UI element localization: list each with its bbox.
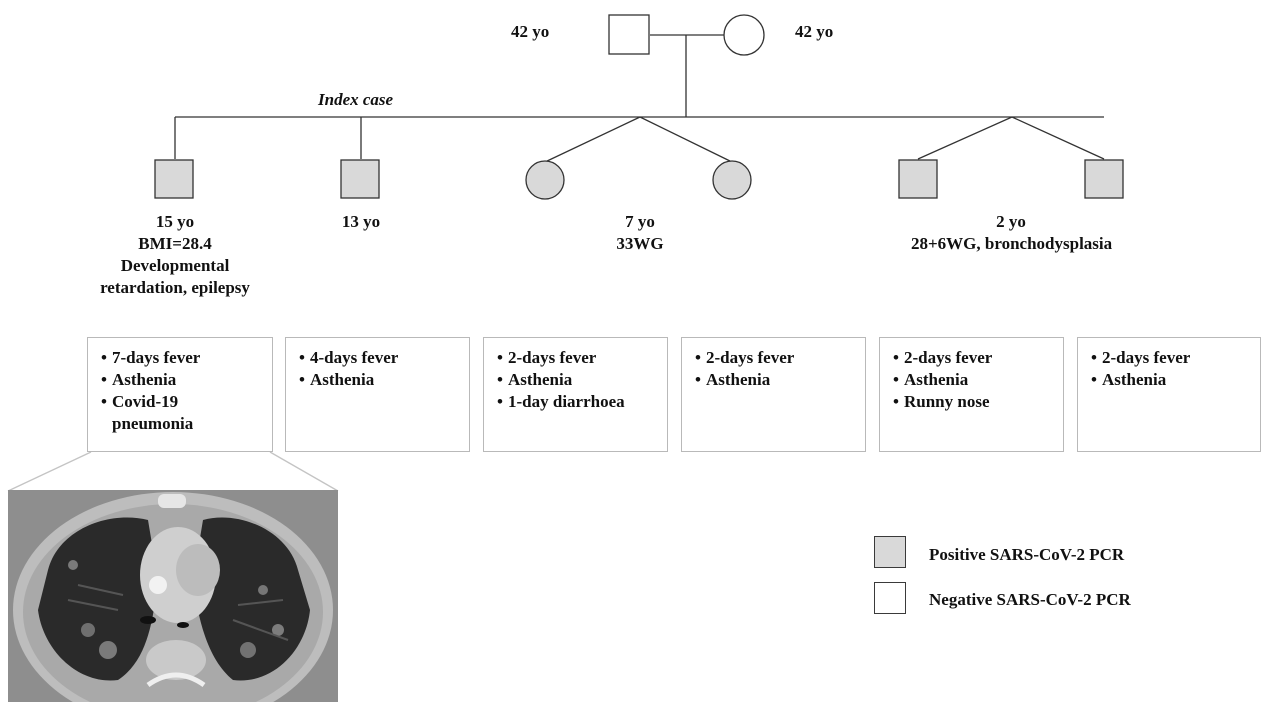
twin-girl2-line — [639, 116, 733, 163]
twin-girls-label: 7 yo 33WG — [580, 211, 700, 255]
symptom-item: 2-days fever — [497, 347, 667, 369]
child2-age: 13 yo — [341, 212, 381, 231]
chest-ct-image — [8, 490, 338, 702]
symptom-item: 2-days fever — [893, 347, 1063, 369]
twin-boy1-square — [898, 159, 938, 199]
twin-boys-gestation: 28+6WG, bronchodysplasia — [911, 234, 1113, 253]
symptom-box-child1: 7-days fever Asthenia Covid-19 pneumonia — [87, 337, 273, 452]
symptom-item: Asthenia — [893, 369, 1063, 391]
symptom-item-continued: pneumonia — [112, 414, 194, 433]
child1-condition-1: Developmental — [120, 256, 230, 275]
twin-girls-gestation: 33WG — [616, 234, 664, 253]
symptom-item: Asthenia — [497, 369, 667, 391]
twin-girl2-circle — [712, 160, 752, 200]
twin-boys-age: 2 yo — [996, 212, 1026, 231]
zoom-line-right — [269, 451, 339, 492]
twin-boy2-square — [1084, 159, 1124, 199]
legend-negative-swatch — [874, 582, 906, 614]
chest-ct-scan-icon — [8, 490, 338, 702]
twin-girl1-circle — [525, 160, 565, 200]
symptom-box-twin-girl1: 2-days fever Asthenia 1-day diarrhoea — [483, 337, 668, 452]
child2-label: 13 yo — [321, 211, 401, 233]
symptom-box-twin-boy1: 2-days fever Asthenia Runny nose — [879, 337, 1064, 452]
father-square — [608, 14, 650, 55]
symptom-item: 2-days fever — [1091, 347, 1260, 369]
child1-label: 15 yo BMI=28.4 Developmental retardation… — [95, 211, 255, 299]
child1-age: 15 yo — [155, 212, 195, 231]
symptom-box-child2: 4-days fever Asthenia — [285, 337, 470, 452]
zoom-line-left — [7, 451, 92, 492]
symptom-item: 1-day diarrhoea — [497, 391, 667, 413]
symptom-item: Covid-19 — [101, 391, 272, 413]
symptom-box-twin-girl2: 2-days fever Asthenia — [681, 337, 866, 452]
symptom-item: Asthenia — [1091, 369, 1260, 391]
symptom-item: Asthenia — [101, 369, 272, 391]
child1-square — [154, 159, 194, 199]
symptom-item: 2-days fever — [695, 347, 865, 369]
twin-boy2-line — [1011, 116, 1105, 160]
twin-boy1-line — [917, 116, 1013, 160]
symptom-item: Runny nose — [893, 391, 1063, 413]
index-case-label: Index case — [318, 90, 394, 109]
twin-girls-age: 7 yo — [625, 212, 655, 231]
child1-bmi: BMI=28.4 — [138, 234, 212, 253]
father-age: 42 yo — [511, 22, 550, 41]
legend-negative-label: Negative SARS-CoV-2 PCR — [929, 590, 1131, 609]
child2-square — [340, 159, 380, 199]
child1-condition-2: retardation, epilepsy — [100, 278, 250, 297]
legend-positive-label: Positive SARS-CoV-2 PCR — [929, 545, 1125, 564]
symptom-box-twin-boy2: 2-days fever Asthenia — [1077, 337, 1261, 452]
mother-circle — [723, 14, 765, 56]
legend-positive-swatch — [874, 536, 906, 568]
symptom-item: 7-days fever — [101, 347, 272, 369]
symptom-item: Asthenia — [695, 369, 865, 391]
twin-boys-label: 2 yo 28+6WG, bronchodysplasia — [911, 211, 1113, 255]
symptom-item: 4-days fever — [299, 347, 469, 369]
twin-girl1-line — [544, 116, 641, 163]
symptom-item: Asthenia — [299, 369, 469, 391]
mother-age: 42 yo — [795, 22, 834, 41]
